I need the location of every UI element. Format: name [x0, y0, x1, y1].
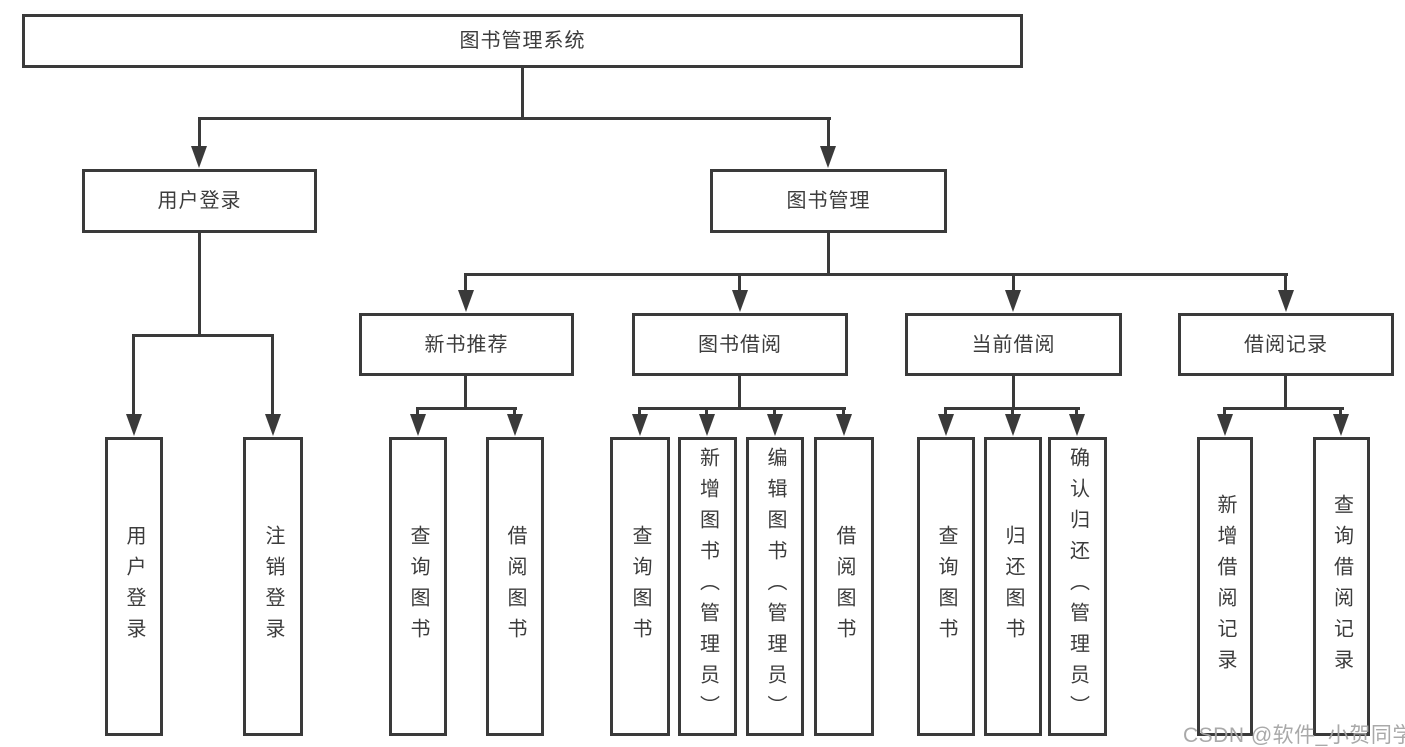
node-new-book-rec: 新书推荐 [359, 313, 574, 376]
leaf-bb-edit-book: 编辑图书（管理员） [746, 437, 804, 736]
leaf-cb-return-book-label: 归还图书 [1002, 524, 1024, 649]
leaf-cb-query-book-label: 查询图书 [935, 524, 957, 649]
connector-drop-user-login [198, 117, 201, 149]
arrowhead-book-borrow [732, 290, 748, 312]
connector-drop-bb-borrow [842, 407, 845, 418]
connector-borrow-records-children [1223, 407, 1344, 410]
node-book-mgmt: 图书管理 [710, 169, 947, 233]
leaf-cb-confirm-return: 确认归还（管理员） [1048, 437, 1107, 736]
arrowhead-bb-query [632, 414, 648, 436]
arrowhead-cb-return [1005, 414, 1021, 436]
connector-level1 [198, 117, 831, 120]
arrowhead-new-book-rec [458, 290, 474, 312]
leaf-br-query-record-label: 查询借阅记录 [1330, 493, 1353, 680]
leaf-bb-query-book-label: 查询图书 [629, 524, 651, 649]
connector-drop-cb-confirm [1075, 407, 1078, 418]
leaf-logout-label: 注销登录 [262, 524, 284, 649]
connector-drop-cb-return [1011, 407, 1014, 418]
node-borrow-records-label: 借阅记录 [1244, 333, 1328, 356]
csdn-watermark: CSDN @软件_小贺同学 [1183, 724, 1405, 747]
leaf-br-add-record: 新增借阅记录 [1197, 437, 1253, 736]
connector-drop-leaf-logout [271, 334, 274, 418]
arrowhead-br-add [1217, 414, 1233, 436]
leaf-bb-edit-book-label: 编辑图书（管理员） [764, 447, 786, 726]
connector-drop-bb-query [638, 407, 641, 418]
connector-new-book-rec-stem [464, 375, 467, 409]
arrowhead-current-borrow [1005, 290, 1021, 312]
connector-root-stem [521, 68, 524, 119]
arrowhead-cb-confirm [1069, 414, 1085, 436]
leaf-bb-add-book-label: 新增图书（管理员） [696, 447, 719, 726]
connector-drop-bb-add [705, 407, 708, 418]
connector-drop-book-borrow [738, 273, 741, 292]
node-user-login-label: 用户登录 [157, 190, 242, 212]
leaf-nb-query-book-label: 查询图书 [407, 524, 429, 649]
arrowhead-br-query [1333, 414, 1349, 436]
node-user-login: 用户登录 [82, 169, 317, 233]
arrowhead-nb-borrow [507, 414, 523, 436]
connector-book-mgmt-stem [827, 232, 830, 275]
leaf-cb-confirm-return-label: 确认归还（管理员） [1066, 447, 1089, 726]
leaf-bb-borrow-book-label: 借阅图书 [833, 524, 855, 649]
node-root-label: 图书管理系统 [459, 30, 586, 52]
connector-drop-cb-query [944, 407, 947, 418]
connector-drop-br-query [1339, 407, 1342, 418]
leaf-bb-borrow-book: 借阅图书 [814, 437, 874, 736]
connector-drop-borrow-records [1284, 273, 1287, 292]
leaf-br-query-record: 查询借阅记录 [1313, 437, 1370, 736]
leaf-logout: 注销登录 [243, 437, 303, 736]
node-new-book-rec-label: 新书推荐 [424, 333, 509, 356]
leaf-cb-return-book: 归还图书 [984, 437, 1042, 736]
arrowhead-bb-edit [767, 414, 783, 436]
leaf-nb-query-book: 查询图书 [389, 437, 447, 736]
leaf-nb-borrow-book-label: 借阅图书 [504, 524, 526, 649]
connector-new-book-rec-children [416, 407, 517, 410]
connector-user-login-stem [198, 232, 201, 336]
connector-drop-bb-edit [773, 407, 776, 418]
node-book-borrow: 图书借阅 [632, 313, 848, 376]
arrowhead-leaf-login [126, 414, 142, 436]
leaf-user-login: 用户登录 [105, 437, 163, 736]
connector-borrow-records-stem [1284, 375, 1287, 409]
connector-drop-br-add [1223, 407, 1226, 418]
node-borrow-records: 借阅记录 [1178, 313, 1394, 376]
arrowhead-nb-query [410, 414, 426, 436]
connector-drop-new-book-rec [464, 273, 467, 292]
connector-drop-nb-query [416, 407, 419, 418]
arrowhead-bb-borrow [836, 414, 852, 436]
connector-drop-leaf-login [132, 334, 135, 418]
leaf-user-login-label: 用户登录 [123, 524, 145, 649]
arrowhead-cb-query [938, 414, 954, 436]
leaf-nb-borrow-book: 借阅图书 [486, 437, 544, 736]
arrowhead-leaf-logout [265, 414, 281, 436]
node-root: 图书管理系统 [22, 14, 1023, 68]
leaf-br-add-record-label: 新增借阅记录 [1214, 493, 1236, 680]
arrowhead-bb-add [699, 414, 715, 436]
arrowhead-book-mgmt [820, 146, 836, 168]
connector-current-borrow-stem [1012, 375, 1015, 409]
connector-drop-current-borrow [1012, 273, 1015, 292]
connector-book-borrow-children [638, 407, 846, 410]
connector-drop-book-mgmt [827, 117, 830, 149]
node-current-borrow-label: 当前借阅 [971, 333, 1056, 356]
connector-level3 [464, 273, 1288, 276]
leaf-bb-add-book: 新增图书（管理员） [678, 437, 737, 736]
node-book-borrow-label: 图书借阅 [698, 333, 782, 356]
connector-user-login-children [132, 334, 274, 337]
arrowhead-borrow-records [1278, 290, 1294, 312]
connector-book-borrow-stem [738, 375, 741, 409]
arrowhead-user-login [191, 146, 207, 168]
leaf-cb-query-book: 查询图书 [917, 437, 975, 736]
node-current-borrow: 当前借阅 [905, 313, 1122, 376]
node-book-mgmt-label: 图书管理 [786, 190, 871, 212]
connector-drop-nb-borrow [513, 407, 516, 418]
leaf-bb-query-book: 查询图书 [610, 437, 670, 736]
